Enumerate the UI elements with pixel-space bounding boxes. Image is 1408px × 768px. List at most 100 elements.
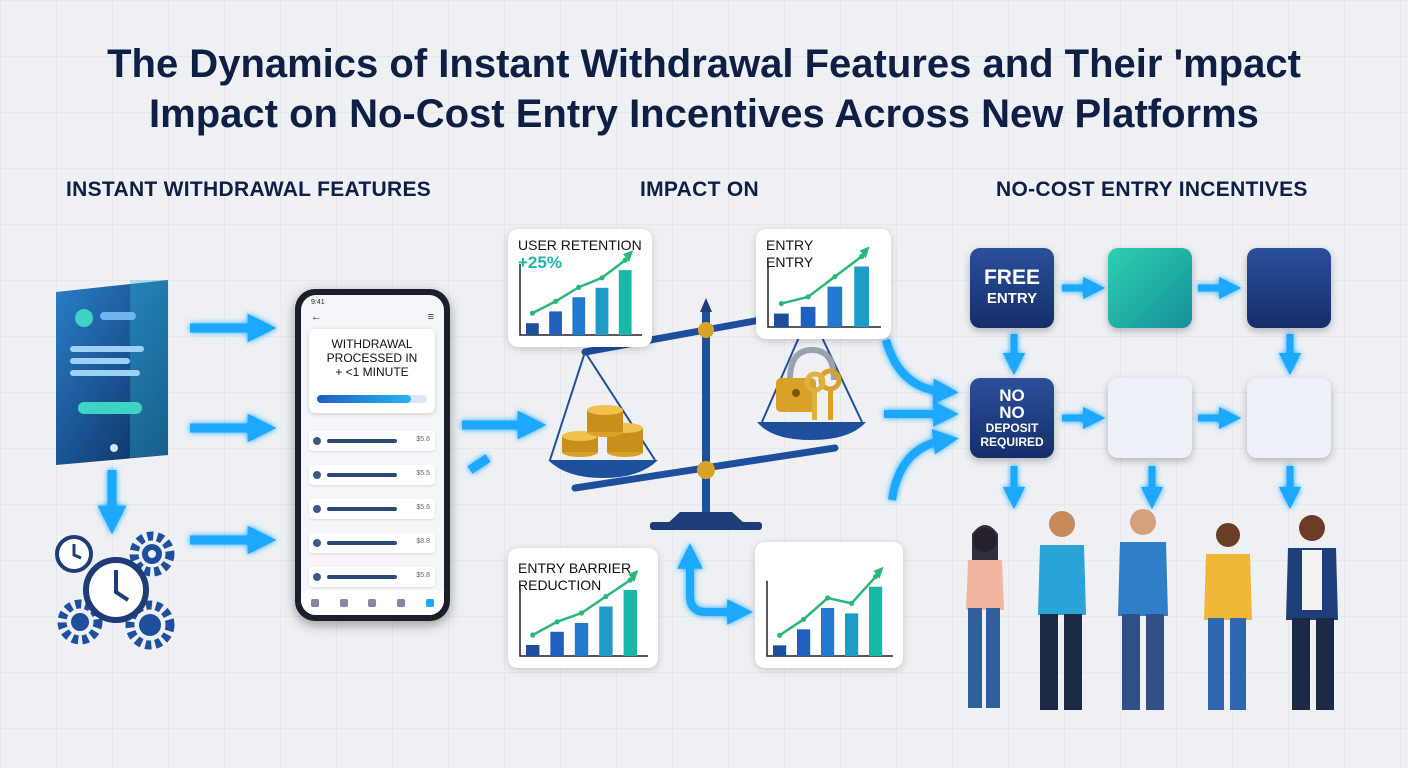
chart-bar [595, 287, 609, 335]
menu-icon[interactable]: ≡ [427, 311, 434, 323]
chart-point [554, 619, 560, 625]
chart-trend-arrowhead [873, 566, 884, 579]
chart-point [778, 300, 784, 307]
chart-bar [845, 613, 859, 656]
chart-bar [599, 606, 613, 656]
entry-barrier-label-2: REDUCTION [518, 577, 602, 593]
chart-bar [797, 629, 811, 656]
flow-arrows-middle [677, 338, 959, 625]
chart-bar [623, 590, 638, 656]
chart-point [859, 253, 865, 260]
transaction-row[interactable]: $5.6 [309, 499, 435, 519]
chart-trend-arrowhead [859, 246, 870, 259]
person-4 [1204, 523, 1252, 710]
chart-point [627, 577, 633, 583]
tab-settings-icon[interactable] [397, 599, 406, 607]
user-retention-label: USER RETENTION [518, 237, 642, 253]
row-value: $5.6 [416, 436, 430, 443]
entry-barrier-card: ENTRY BARRIER REDUCTION [508, 548, 658, 668]
user-retention-card: USER RETENTION +25% [508, 229, 652, 347]
phone-mockup: 9:41 ← ≡ WITHDRAWAL PROCESSED IN + <1 MI… [295, 289, 450, 621]
chart-bar [526, 645, 540, 656]
chart-bar [854, 266, 869, 327]
growth-chart [766, 566, 893, 657]
chart-point [777, 632, 783, 638]
chart-trend-arrowhead [628, 570, 639, 582]
person-2 [1038, 511, 1086, 710]
tab-list-icon[interactable] [339, 599, 348, 607]
row-value: $5.8 [416, 572, 430, 579]
tab-home-icon[interactable] [311, 599, 320, 607]
withdrawal-confirmation-card: WITHDRAWAL PROCESSED IN + <1 MINUTE [309, 329, 435, 413]
chart-point [801, 616, 807, 622]
chart-point [529, 310, 535, 316]
no-deposit-line3: DEPOSIT [985, 421, 1039, 435]
chart-point [805, 294, 811, 300]
page-title-line2: Impact on No-Cost Entry Incentives Acros… [149, 92, 1259, 136]
row-bar [327, 439, 397, 443]
person-1 [966, 525, 1004, 708]
chart-bar [526, 323, 539, 335]
chart-point [849, 600, 855, 606]
no-deposit-tile: NO NO DEPOSIT REQUIRED [970, 378, 1054, 458]
chart-point [576, 284, 582, 290]
entry-chart [767, 246, 881, 328]
chart-bar [572, 297, 586, 335]
row-value: $8.8 [416, 538, 430, 545]
row-icon [313, 471, 321, 479]
entry-label-1: ENTRY [766, 237, 814, 253]
chart-bar [574, 623, 589, 656]
page-title-line1: The Dynamics of Instant Withdrawal Featu… [107, 42, 1301, 86]
back-arrow-icon[interactable]: ← [311, 311, 322, 323]
row-bar [327, 541, 397, 545]
row-bar [327, 507, 397, 511]
chart-point [603, 593, 609, 600]
transaction-row[interactable]: $5.8 [309, 567, 435, 587]
tab-profile-icon[interactable] [425, 599, 434, 607]
tab-wallet-icon[interactable] [368, 599, 377, 607]
tablet-icon [56, 280, 168, 465]
gold-gift-tile [1247, 248, 1331, 328]
people-group-illustration [966, 509, 1338, 710]
row-bar [327, 473, 397, 477]
no-deposit-line4: REQUIRED [980, 435, 1044, 449]
user-retention-value: +25% [518, 253, 562, 272]
chart-point [578, 610, 585, 616]
chart-point [825, 595, 831, 601]
section-title-impact-on: IMPACT ON [640, 178, 759, 201]
chart-trend-arrowhead [623, 250, 634, 263]
person-5 [1286, 515, 1338, 710]
transaction-row[interactable]: $8.8 [309, 533, 435, 553]
no-deposit-line2: NO [999, 403, 1025, 422]
chart-bar [773, 645, 787, 656]
chart-bar [827, 286, 843, 327]
chart-trend-line [781, 255, 863, 305]
row-icon [313, 505, 321, 513]
chart-point [599, 275, 605, 281]
chart-bar [869, 586, 883, 656]
flow-arrows-left [97, 313, 547, 555]
withdrawal-line3: + <1 MINUTE [335, 365, 409, 379]
chart-axis [767, 260, 881, 328]
entry-label-2: ENTRY [766, 254, 814, 270]
person-3 [1118, 509, 1168, 710]
chart-bar [821, 608, 835, 656]
chart-bar [549, 311, 562, 335]
section-title-no-cost-entry: NO-COST ENTRY INCENTIVES [996, 178, 1308, 201]
row-icon [313, 539, 321, 547]
phone-screen: 9:41 ← ≡ WITHDRAWAL PROCESSED IN + <1 MI… [301, 295, 444, 615]
transaction-row[interactable]: $5.6 [309, 431, 435, 451]
transaction-row[interactable]: $5.5 [309, 465, 435, 485]
entry-card: ENTRY ENTRY [756, 229, 891, 339]
chart-point [552, 298, 559, 304]
section-title-instant-withdrawal: INSTANT WITHDRAWAL FEATURES [66, 178, 432, 201]
withdrawal-progress-bar [317, 395, 427, 403]
chart-bar [550, 631, 564, 656]
row-bar [327, 575, 397, 579]
free-entry-tile: FREE ENTRY [970, 248, 1054, 328]
user-profile-tile [1108, 378, 1192, 458]
chart-bar [774, 313, 789, 327]
phone-tab-bar [301, 591, 444, 615]
withdrawal-line2: PROCESSED IN [326, 351, 418, 365]
